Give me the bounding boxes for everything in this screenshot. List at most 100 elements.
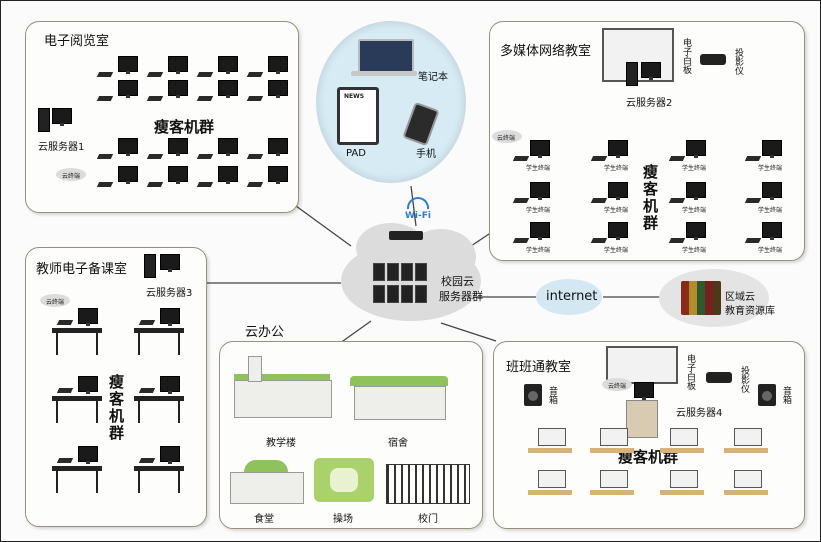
thin-client-monitor <box>218 56 238 74</box>
thin-client-monitor <box>762 182 782 200</box>
teacher-terminal-cloud <box>40 294 70 307</box>
server-rack <box>387 263 399 281</box>
thin-client-box <box>196 96 214 101</box>
teaching-building-label: 教学楼 <box>266 438 296 449</box>
student-desk <box>660 490 704 495</box>
student-terminal-label: 学生终端 <box>682 247 707 254</box>
teaching-building-roof <box>234 374 330 380</box>
multimedia-terminal-label: 云终端 <box>497 135 516 142</box>
thin-client-box <box>668 238 686 243</box>
desk-monitor <box>160 376 180 394</box>
thin-client-monitor <box>530 222 550 240</box>
thin-client-monitor <box>686 140 706 158</box>
speaker-left-icon <box>524 384 542 406</box>
thin-client-box <box>668 198 686 203</box>
desk-leg <box>56 333 58 355</box>
server-rack <box>387 285 399 303</box>
desk-leg <box>138 471 140 493</box>
speaker-left-label: 音箱 <box>547 386 557 404</box>
e-reading-room-title: 电子阅览室 <box>44 34 110 49</box>
thin-client-box <box>138 320 156 325</box>
student-desk <box>660 448 704 453</box>
campus-cloud-label-2: 服务器群 <box>439 290 483 303</box>
thin-client-box <box>512 198 530 203</box>
multimedia-cluster-label: 瘦客机群 <box>641 164 659 232</box>
student-terminal-label: 学生终端 <box>526 247 551 254</box>
thin-client-box <box>668 156 686 161</box>
student-screen <box>734 470 762 488</box>
thin-client-monitor <box>118 56 138 74</box>
wifi-label: Wi-Fi <box>405 211 431 221</box>
thin-client-box <box>744 238 762 243</box>
desk-monitor <box>78 376 98 394</box>
e-reading-cluster-label: 瘦客机群 <box>154 118 215 136</box>
desk <box>52 466 102 471</box>
thin-client-monitor <box>268 80 288 98</box>
thin-client-monitor <box>268 166 288 184</box>
desk-leg <box>56 401 58 423</box>
teaching-building-icon <box>234 380 332 418</box>
desk-monitor <box>160 308 180 326</box>
student-desk <box>724 448 768 453</box>
cloud-office-title: 云办公 <box>245 325 285 340</box>
thin-client-monitor <box>530 140 550 158</box>
thin-client-box <box>744 156 762 161</box>
thin-client-box <box>512 156 530 161</box>
cloud-server-2-monitor <box>641 62 661 80</box>
thin-client-box <box>196 72 214 77</box>
regional-label-2: 教育资源库 <box>725 306 775 317</box>
student-desk <box>590 490 634 495</box>
student-screen <box>670 470 698 488</box>
cloud-server-3-monitor <box>160 254 180 272</box>
thin-client-monitor <box>268 56 288 74</box>
thin-client-monitor <box>686 182 706 200</box>
thin-client-box <box>96 154 114 159</box>
desk <box>134 396 184 401</box>
teaching-building-tower <box>248 356 262 382</box>
server-rack <box>415 285 427 303</box>
e-reading-terminal-cloud <box>56 168 86 181</box>
thin-client-box <box>512 238 530 243</box>
thin-client-box <box>146 96 164 101</box>
thin-client-box <box>590 198 608 203</box>
desk-monitor <box>78 446 98 464</box>
e-reading-terminal-label: 云终端 <box>62 173 81 180</box>
books-icon <box>681 281 721 315</box>
thin-client-box <box>246 96 264 101</box>
thin-client-monitor <box>168 80 188 98</box>
student-terminal-label: 学生终端 <box>758 165 783 172</box>
cloud-server-1-monitor <box>52 108 72 126</box>
playground-field <box>330 468 358 492</box>
student-screen <box>600 428 628 446</box>
banbantong-classroom-title: 班班通教室 <box>506 360 572 375</box>
server-rack <box>401 285 413 303</box>
thin-client-box <box>146 154 164 159</box>
student-terminal-label: 学生终端 <box>604 207 629 214</box>
thin-client-box <box>196 154 214 159</box>
server-rack <box>401 263 413 281</box>
student-terminal-label: 学生终端 <box>682 165 707 172</box>
thin-client-box <box>246 182 264 187</box>
dormitory-label: 宿舍 <box>388 438 408 449</box>
cloud-server-3-label: 云服务器3 <box>146 288 193 299</box>
banbantong-whiteboard <box>606 346 678 384</box>
student-screen <box>538 470 566 488</box>
thin-client-box <box>590 238 608 243</box>
multimedia-projector-label: 投影仪 <box>733 48 743 75</box>
wifi-router-icon <box>389 231 423 240</box>
thin-client-box <box>96 96 114 101</box>
cloud-server-3-tower <box>144 254 156 278</box>
thin-client-monitor <box>118 138 138 156</box>
desk-leg <box>178 333 180 355</box>
student-screen <box>670 428 698 446</box>
teacher-prep-room-panel: 教师电子备课室 云服务器3 云终端 瘦客机群 <box>25 247 207 527</box>
internet-label: internet <box>546 289 598 304</box>
thin-client-box <box>56 458 74 463</box>
thin-client-monitor <box>168 166 188 184</box>
laptop-base <box>351 71 417 76</box>
canteen-label: 食堂 <box>254 514 274 525</box>
thin-client-monitor <box>268 138 288 156</box>
teacher-prep-room-title: 教师电子备课室 <box>36 262 128 277</box>
playground-label: 操场 <box>333 514 353 525</box>
cloud-server-2-tower <box>626 62 638 86</box>
